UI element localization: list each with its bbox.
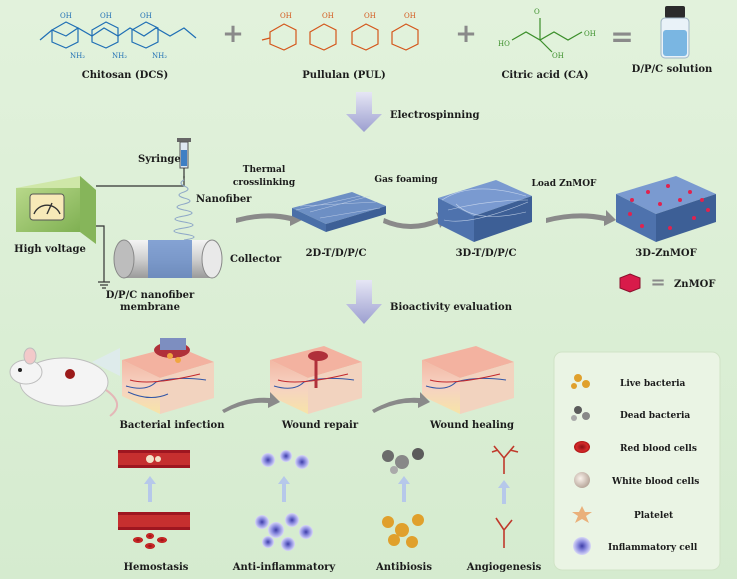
svg-text:OH: OH: [280, 12, 292, 20]
mat-3d-label: 3D-T/D/P/C: [456, 248, 517, 259]
svg-text:OH: OH: [584, 30, 596, 38]
nanofiber-label: Nanofiber: [196, 194, 252, 205]
antibiosis-live-bacteria: [382, 514, 424, 548]
membrane-label-line1: D/P/C nanofiber: [106, 290, 195, 301]
anti-inflammatory-cells-top: [261, 450, 309, 469]
svg-text:OH: OH: [60, 12, 72, 20]
collector-drum-icon: [113, 239, 223, 279]
svg-text:OH: OH: [364, 12, 376, 20]
citric-acid-label: Citric acid (CA): [501, 70, 588, 81]
mat-2d-label: 2D-T/D/P/C: [306, 248, 367, 259]
collector-label: Collector: [230, 254, 282, 265]
curved-arrow-2-icon: [383, 212, 448, 229]
zoom-beam: [92, 348, 120, 376]
angiogenesis-label: Angiogenesis: [466, 562, 542, 573]
angiogenesis-arrow-icon: [498, 480, 510, 504]
curved-arrow-3-icon: [546, 210, 616, 226]
legend-live-bacteria-icon: [571, 374, 590, 389]
mat-2d-icon: [292, 192, 386, 232]
thermal-label-line2: crosslinking: [233, 178, 296, 188]
chitosan-label: Chitosan (DCS): [82, 70, 169, 81]
svg-text:OH: OH: [322, 12, 334, 20]
angiogenesis-vessel-top: [491, 445, 519, 474]
bioactivity-label: Bioactivity evaluation: [390, 302, 513, 313]
znmof-crystal-icon: [619, 273, 641, 293]
angiogenesis-vessel-bottom: [495, 517, 513, 548]
mat-3d-icon: [438, 180, 532, 242]
pullulan-label: Pullulan (PUL): [302, 70, 385, 81]
legend-panel: [553, 351, 721, 571]
anti-inflammatory-label: Anti-inflammatory: [232, 562, 337, 573]
legend-platelet-label: Platelet: [634, 511, 674, 521]
membrane-label-line2: membrane: [120, 302, 180, 313]
nanofiber-jet: [173, 179, 195, 241]
legend-rbc-icon: [574, 441, 590, 453]
legend-inflam-label: Inflammatory cell: [608, 543, 698, 553]
legend-wbc-icon: [574, 472, 590, 488]
svg-text:OH: OH: [100, 12, 112, 20]
chitosan-structure: OH OH OH NH₂ NH₂ NH₂: [39, 12, 197, 60]
znmof-legend-label: ZnMOF: [674, 279, 715, 290]
antibiosis-arrow-icon: [398, 476, 410, 502]
high-voltage-box-icon: [16, 176, 96, 244]
down-arrow-icon: [346, 92, 382, 132]
hemostasis-arrow-icon: [144, 476, 156, 502]
legend-live-label: Live bacteria: [620, 379, 685, 389]
skin-block-repair: [270, 346, 362, 414]
citric-acid-structure: HO OH O OH: [498, 8, 596, 60]
legend-wbc-label: White blood cells: [611, 477, 699, 487]
antibiosis-dead-bacteria: [382, 448, 424, 474]
svg-text:NH₂: NH₂: [112, 52, 127, 60]
legend-dead-bacteria-icon: [571, 406, 590, 421]
infection-label: Bacterial infection: [119, 420, 225, 431]
antibiosis-label: Antibiosis: [375, 562, 432, 573]
legend-rbc-label: Red blood cells: [620, 444, 697, 454]
hemostasis-label: Hemostasis: [124, 562, 189, 573]
legend-dead-label: Dead bacteria: [620, 411, 690, 421]
solution-label: D/P/C solution: [632, 64, 713, 75]
mat-znmof-icon: [616, 176, 716, 242]
svg-text:NH₂: NH₂: [70, 52, 85, 60]
anti-inflammatory-arrow-icon: [278, 476, 290, 502]
plus-sign-1: +: [222, 19, 244, 49]
syringe-label: Syringe: [138, 154, 181, 165]
load-znmof-label: Load ZnMOF: [532, 179, 598, 189]
wound-arrow-1-icon: [222, 392, 280, 413]
skin-block-infection: [122, 338, 214, 414]
syringe-icon: [177, 138, 191, 178]
svg-text:HO: HO: [498, 40, 510, 48]
repair-label: Wound repair: [281, 420, 359, 431]
svg-text:OH: OH: [552, 52, 564, 60]
equals-sign: =: [610, 20, 633, 53]
electrospinning-label: Electrospinning: [390, 110, 479, 121]
svg-text:O: O: [534, 8, 540, 16]
plus-sign-2: +: [455, 19, 477, 49]
wound-arrow-2-icon: [372, 392, 430, 413]
skin-block-healing: [422, 346, 514, 414]
gas-foaming-label: Gas foaming: [374, 175, 438, 185]
anti-inflammatory-cells-bottom: [255, 513, 313, 551]
svg-text:OH: OH: [404, 12, 416, 20]
svg-text:NH₂: NH₂: [152, 52, 167, 60]
svg-text:OH: OH: [140, 12, 152, 20]
curved-arrow-1-icon: [236, 210, 302, 226]
rat-icon: [9, 347, 118, 417]
legend-platelet-icon: [572, 506, 592, 523]
bioactivity-arrow-icon: [346, 280, 382, 324]
hemostasis-vessel-top: [118, 450, 190, 468]
healing-label: Wound healing: [429, 420, 514, 431]
zn-equals-sign: =: [650, 272, 665, 293]
mat-znmof-label: 3D-ZnMOF: [635, 248, 696, 259]
solution-vial-icon: [660, 6, 690, 59]
high-voltage-label: High voltage: [14, 244, 86, 255]
legend-inflammatory-icon: [573, 537, 591, 555]
pullulan-structure: OH OH OH OH: [261, 12, 419, 51]
thermal-label-line1: Thermal: [243, 165, 286, 175]
hemostasis-vessel-bottom: [118, 512, 190, 549]
